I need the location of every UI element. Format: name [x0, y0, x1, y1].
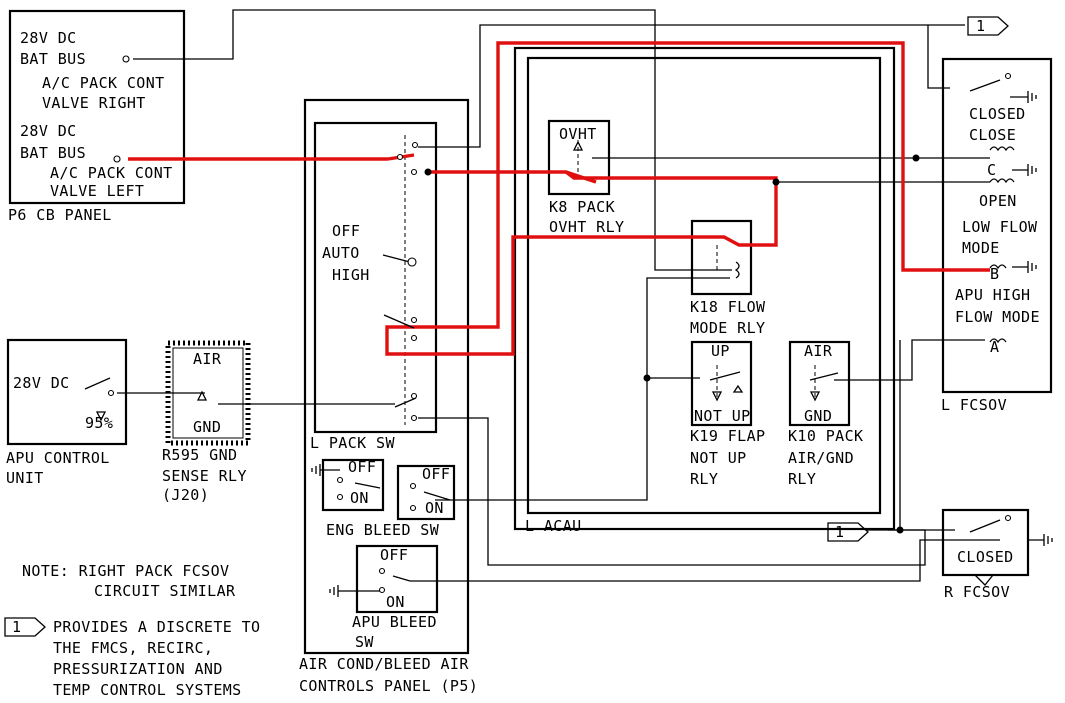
p5-panel-label-1: AIR COND/BLEED AIR [299, 655, 469, 673]
apu-bleed-sw-2: SW [355, 633, 374, 651]
r595-label-3: (J20) [162, 486, 209, 504]
r595-label-1: R595 GND [162, 446, 237, 464]
r595-gnd: GND [193, 418, 221, 436]
note-line-2: CIRCUIT SIMILAR [94, 582, 236, 600]
r595-air: AIR [193, 350, 222, 368]
flag-1-mid-text: 1 [835, 523, 844, 541]
eng-bleed-on-1: ON [350, 489, 369, 507]
l-fcsov-apu-2: FLOW MODE [955, 308, 1040, 326]
k19-label-3: RLY [690, 470, 718, 488]
apu-control-unit-1: APU CONTROL [6, 449, 110, 467]
p6-bat-bus-a: BAT BUS [20, 50, 86, 68]
l-acau-outer-box [513, 46, 896, 531]
l-fcsov-c: C [987, 161, 996, 179]
p6-valve-left-1: A/C PACK CONT [50, 164, 173, 182]
l-fcsov-a: A [990, 338, 999, 356]
l-fcsov-box [941, 57, 1053, 394]
p6-valve-right-1: A/C PACK CONT [42, 74, 165, 92]
k19-not-up: NOT UP [694, 407, 751, 425]
ref-line-3: PRESSURIZATION AND [53, 660, 223, 678]
wire-apu-high-flow [834, 339, 985, 381]
pack-sw-auto: AUTO [322, 244, 360, 262]
ref-line-1: PROVIDES A DISCRETE TO [53, 618, 260, 636]
pack-sw-high: HIGH [332, 266, 370, 284]
l-fcsov-low-1: LOW FLOW [962, 218, 1038, 236]
eng-bleed-sw-label: ENG BLEED SW [326, 521, 440, 539]
k19-label-2: NOT UP [690, 449, 747, 467]
pack-sw-off: OFF [332, 222, 360, 240]
k19-up: UP [711, 342, 730, 360]
k8-label-1: K8 PACK [549, 198, 615, 216]
wire-right-valve [133, 9, 732, 271]
l-acau-inner-box [526, 56, 882, 515]
ref-flag-mid [827, 522, 869, 542]
k10-label-3: RLY [788, 470, 816, 488]
eng-bleed-off-2: OFF [422, 465, 450, 483]
l-fcsov-b: B [990, 265, 999, 283]
note-line-1: NOTE: RIGHT PACK FCSOV [22, 562, 229, 580]
k8-ovht: OVHT [559, 125, 597, 143]
l-fcsov-closed: CLOSED [969, 105, 1026, 123]
apu-bleed-sw-1: APU BLEED [352, 613, 437, 631]
k8-label-2: OVHT RLY [549, 218, 624, 236]
k10-air: AIR [804, 342, 833, 360]
eng-bleed-off-1: OFF [348, 458, 376, 476]
p5-panel-label-2: CONTROLS PANEL (P5) [299, 677, 478, 695]
p6-28v-dc-a: 28V DC [20, 29, 77, 47]
ref-line-2: THE FMCS, RECIRC, [53, 639, 213, 657]
energized-path-k8 [385, 41, 990, 356]
wire-top-pack-sw [418, 24, 928, 148]
l-acau-label: L ACAU [525, 517, 582, 535]
ref-flag-top [967, 16, 1009, 36]
eng-bleed-on-2: ON [425, 499, 444, 517]
eng-bleed-sw-box-2 [396, 464, 456, 521]
k18-label-1: K18 FLOW [690, 298, 766, 316]
r-fcsov-box [941, 508, 1030, 577]
k19-label-1: K19 FLAP [690, 427, 765, 445]
r-fcsov-label: R FCSOV [944, 583, 1010, 601]
flag-1-note-text: 1 [12, 618, 21, 636]
p6-valve-left-2: VALVE LEFT [50, 182, 144, 200]
k18-label-2: MODE RLY [690, 319, 765, 337]
apu-control-unit-2: UNIT [6, 469, 44, 487]
ref-line-4: TEMP CONTROL SYSTEMS [53, 681, 242, 699]
r-fcsov-closed: CLOSED [957, 548, 1014, 566]
ref-flag-note [4, 617, 46, 637]
apu-control-unit-box [6, 338, 128, 446]
l-fcsov-apu-1: APU HIGH [955, 286, 1030, 304]
apu-bleed-off: OFF [380, 546, 408, 564]
k18-relay-box [690, 219, 753, 296]
k10-gnd: GND [804, 407, 832, 425]
l-fcsov-close: CLOSE [969, 126, 1016, 144]
l-pack-sw-label: L PACK SW [310, 434, 395, 452]
k10-label-1: K10 PACK [788, 427, 863, 445]
energized-path-valve-left [128, 153, 415, 161]
k10-label-2: AIR/GND [788, 449, 854, 467]
p6-cb-panel-box [8, 9, 186, 205]
apu-bleed-on: ON [386, 593, 405, 611]
p6-panel-label: P6 CB PANEL [8, 206, 112, 224]
apu-95-pct: 95% [85, 414, 113, 432]
flag-1-top-text: 1 [976, 17, 985, 35]
p6-valve-right-2: VALVE RIGHT [42, 94, 146, 112]
p6-bat-bus-b: BAT BUS [20, 144, 86, 162]
k10-relay-box [788, 340, 851, 427]
l-fcsov-low-2: MODE [962, 239, 1000, 257]
p5-panel-outer-box [303, 98, 470, 655]
l-fcsov-label: L FCSOV [941, 396, 1007, 414]
k19-relay-box [690, 340, 753, 427]
apu-28v-dc: 28V DC [13, 374, 70, 392]
l-pack-sw-box [313, 121, 438, 434]
eng-bleed-sw-box-1 [321, 458, 385, 512]
l-fcsov-open: OPEN [979, 192, 1017, 210]
apu-bleed-sw-box [355, 544, 439, 614]
r595-label-2: SENSE RLY [162, 467, 247, 485]
p6-28v-dc-b: 28V DC [20, 122, 77, 140]
